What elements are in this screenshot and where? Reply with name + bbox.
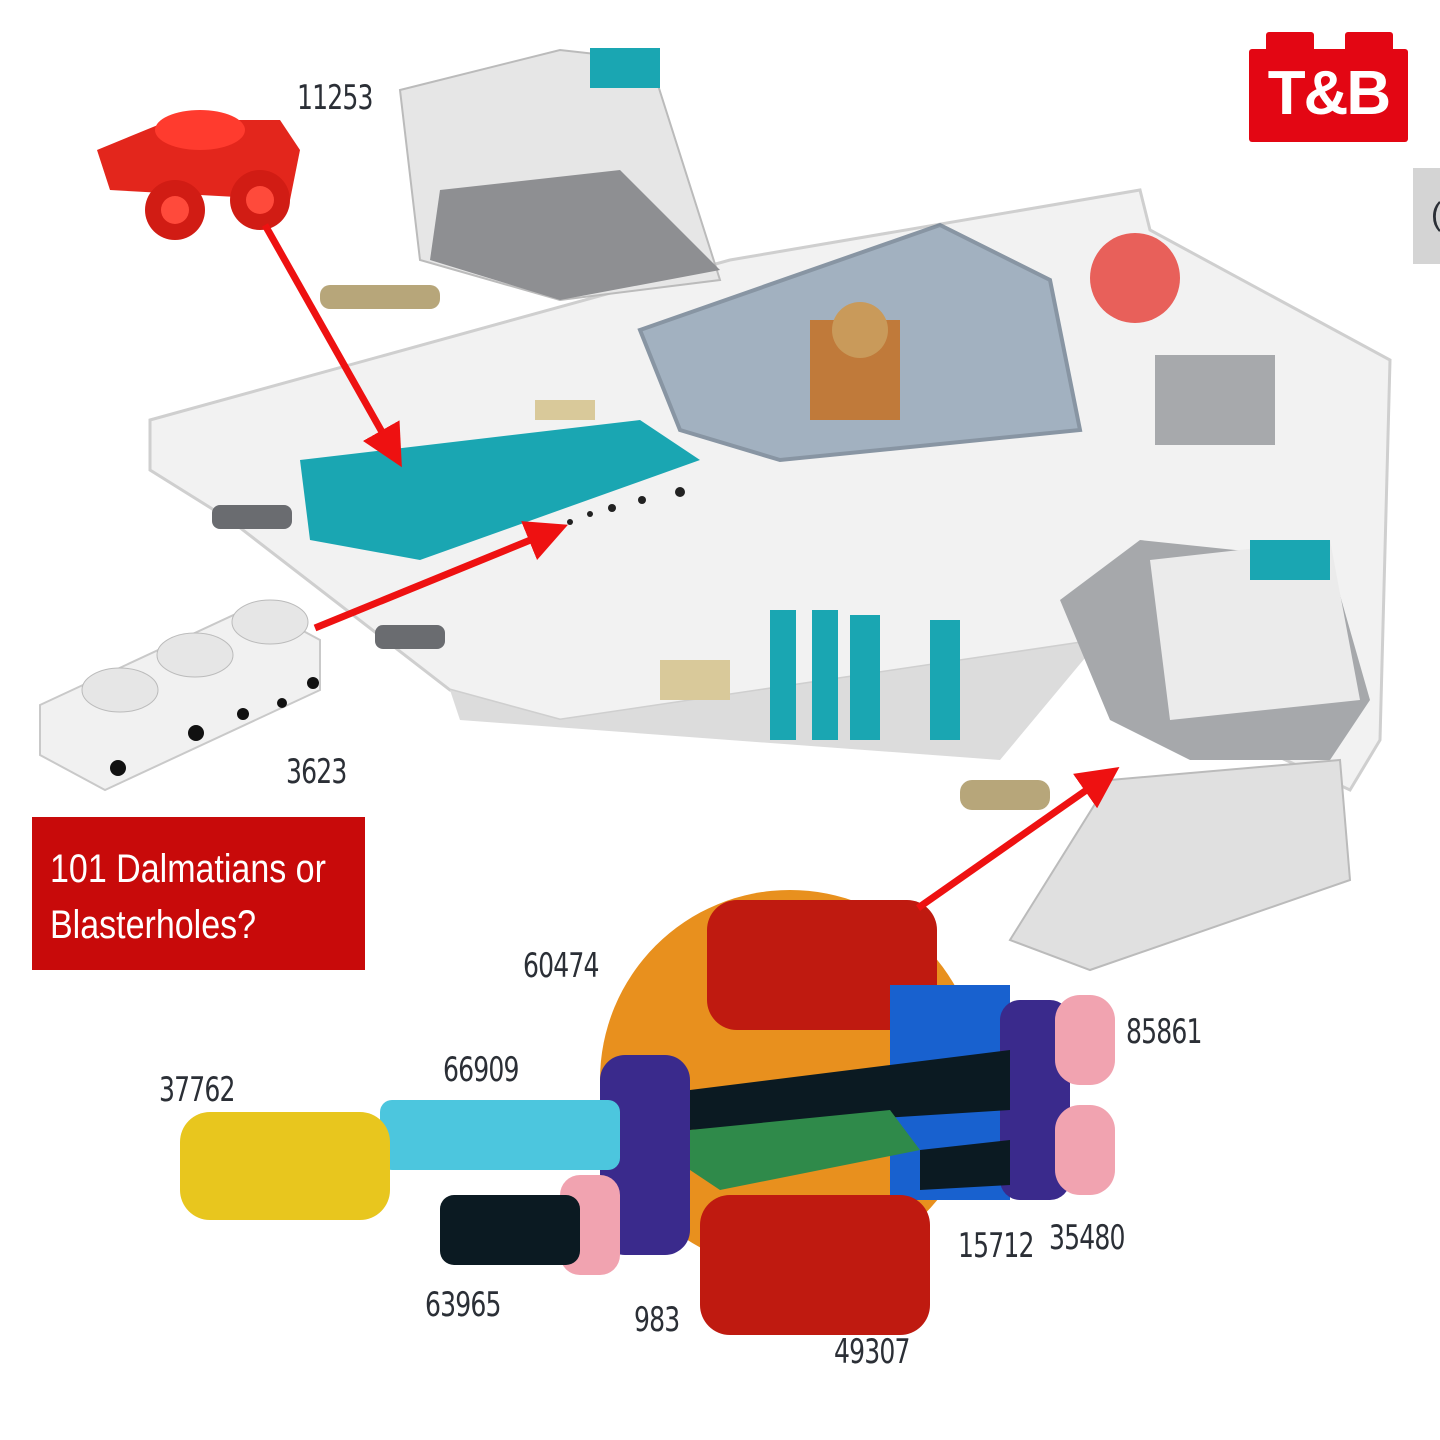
part-11253-image	[97, 110, 300, 240]
tb-logo: T&B	[1249, 32, 1408, 142]
part-label-66909: 66909	[443, 1050, 520, 1090]
part-label-35480: 35480	[1049, 1218, 1126, 1258]
blaster-assembly-diagram	[180, 890, 1115, 1335]
callout-box: 101 Dalmatians or Blasterholes?	[32, 817, 365, 970]
callout-line-1: 101 Dalmatians or	[50, 847, 326, 891]
part-label-3623: 3623	[286, 752, 347, 792]
part-label-37762: 37762	[159, 1070, 236, 1110]
arrow-to-blaster-location	[915, 766, 1120, 911]
part-label-983: 983	[634, 1300, 680, 1340]
logo-text: T&B	[1267, 59, 1391, 128]
edge-tab-text: (	[1431, 196, 1440, 233]
callout-line-2: Blasterholes?	[50, 903, 257, 947]
part-3623-image	[39, 599, 321, 792]
arrow-to-3623-location	[313, 521, 568, 632]
edge-tab[interactable]: (	[1413, 168, 1440, 264]
part-label-15712: 15712	[958, 1226, 1035, 1266]
part-label-60474: 60474	[523, 946, 600, 986]
part-label-85861: 85861	[1126, 1012, 1203, 1052]
arrow-to-11253-location	[261, 223, 402, 468]
part-label-11253: 11253	[297, 78, 374, 118]
part-label-49307: 49307	[834, 1332, 911, 1372]
part-label-63965: 63965	[425, 1285, 502, 1325]
